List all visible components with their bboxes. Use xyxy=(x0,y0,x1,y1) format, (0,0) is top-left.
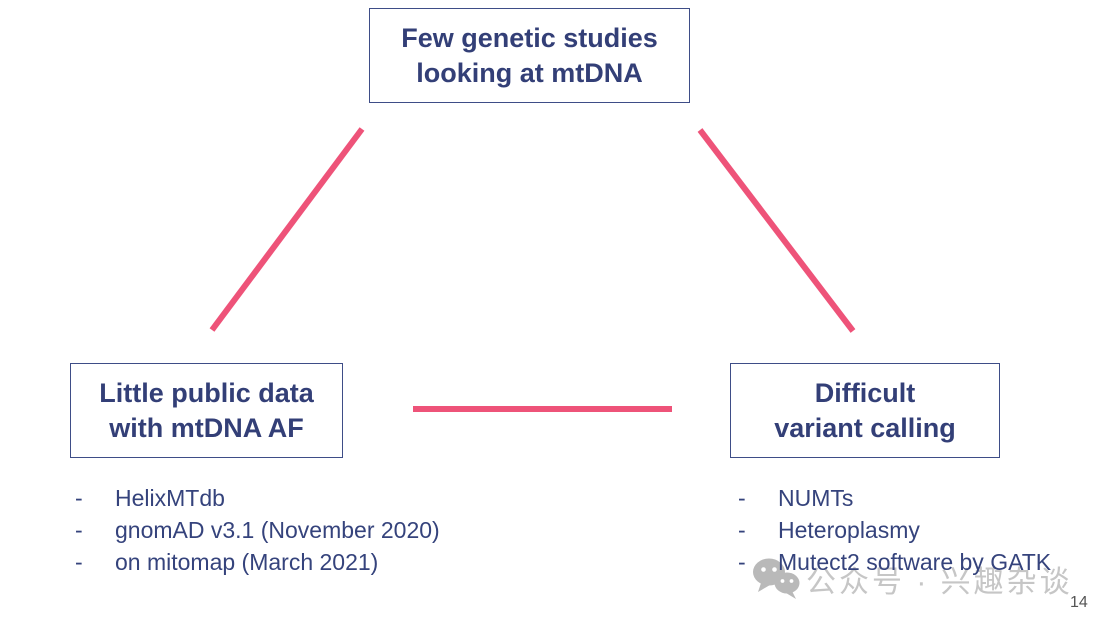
list-item-marker: - xyxy=(738,517,746,543)
watermark: 公众号 · 兴趣杂谈 xyxy=(752,556,1073,602)
list-item-marker: - xyxy=(738,485,746,511)
list-item-text: on mitomap (March 2021) xyxy=(115,549,379,575)
node-text-line: with mtDNA AF xyxy=(109,412,304,443)
list-item-marker: - xyxy=(75,549,83,575)
connector-top-to-left-line xyxy=(209,127,365,332)
list-item-marker: - xyxy=(75,485,83,511)
list-item-text: gnomAD v3.1 (November 2020) xyxy=(115,517,440,543)
list-item-marker: - xyxy=(75,517,83,543)
watermark-text: 公众号 · 兴趣杂谈 xyxy=(806,566,1073,599)
list-item: - gnomAD v3.1 (November 2020) xyxy=(75,514,440,546)
node-text-line: Little public data xyxy=(99,377,314,408)
list-item: - NUMTs xyxy=(738,482,1051,514)
node-text-line: Few genetic studies xyxy=(401,22,658,53)
list-item: - Mutect2 software by GATK xyxy=(738,546,1051,578)
list-item: - Heteroplasmy xyxy=(738,514,1051,546)
list-item-text: HelixMTdb xyxy=(115,485,225,511)
list-item-text: NUMTs xyxy=(778,485,854,511)
list-item: - HelixMTdb xyxy=(75,482,440,514)
node-little-public-data: Little public data with mtDNA AF xyxy=(70,363,343,458)
node-text-line: looking at mtDNA xyxy=(416,57,643,88)
node-difficult-variant-calling: Difficult variant calling xyxy=(730,363,1000,458)
list-item-text: Mutect2 software by GATK xyxy=(778,549,1052,575)
list-variant-calling-issues: - NUMTs - Heteroplasmy - Mutect2 softwar… xyxy=(738,482,1051,578)
list-item-text: Heteroplasmy xyxy=(778,517,920,543)
list-item: - on mitomap (March 2021) xyxy=(75,546,440,578)
node-text-line: Difficult xyxy=(814,377,916,408)
node-text-line: variant calling xyxy=(774,412,956,443)
list-item-marker: - xyxy=(738,549,746,575)
node-few-genetic-studies: Few genetic studies looking at mtDNA xyxy=(369,8,690,103)
list-public-data-sources: - HelixMTdb - gnomAD v3.1 (November 2020… xyxy=(75,482,440,578)
wechat-icon xyxy=(753,558,800,599)
connector-top-to-right-line xyxy=(697,128,856,333)
page-number: 14 xyxy=(1070,594,1088,611)
